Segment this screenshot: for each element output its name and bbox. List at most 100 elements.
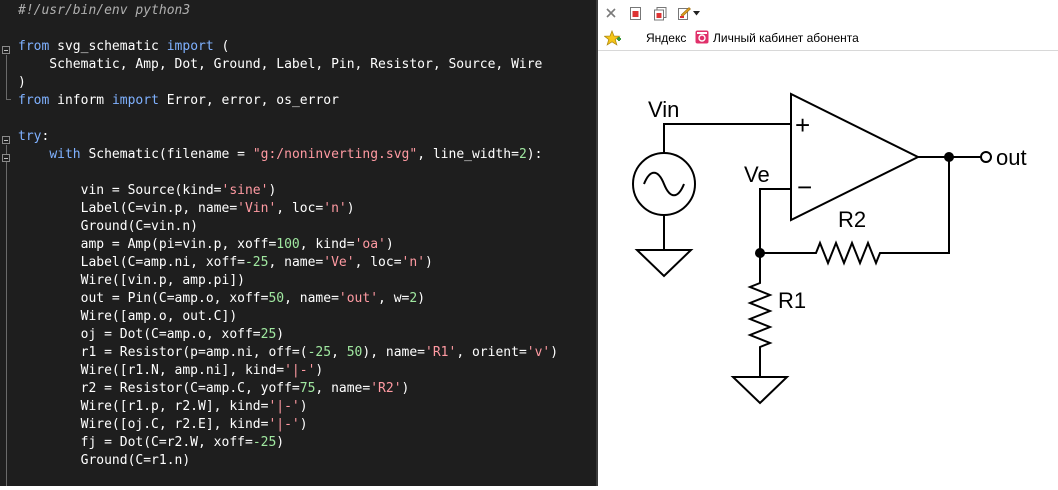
code-line[interactable]: vin = Source(kind='sine') xyxy=(18,182,277,200)
code-token: 25 xyxy=(260,327,277,342)
code-token: Ground(C=r1.n) xyxy=(18,453,191,468)
code-token: from xyxy=(18,93,50,108)
code-token: , name= xyxy=(315,381,371,396)
code-line[interactable]: with Schematic(filename = "g:/noninverti… xyxy=(18,146,542,164)
code-token: '|-' xyxy=(268,399,300,414)
code-token: -25 xyxy=(252,435,277,450)
dropdown-arrow-icon[interactable] xyxy=(692,5,700,21)
code-token: , line_width= xyxy=(417,147,519,162)
code-token: r1 = Resistor(p=amp.ni, off=( xyxy=(18,345,308,360)
code-line[interactable]: try: xyxy=(18,128,49,146)
pages-icon[interactable] xyxy=(652,5,668,21)
browser-toolbar xyxy=(598,0,1058,26)
code-token: , kind= xyxy=(299,237,355,252)
code-token: ) xyxy=(417,291,426,306)
code-token: , w= xyxy=(378,291,410,306)
code-token: , xyxy=(331,345,347,360)
code-token: ) xyxy=(18,75,26,90)
code-token: 50 xyxy=(346,345,363,360)
code-token: ) xyxy=(385,237,394,252)
code-line[interactable]: out = Pin(C=amp.o, xoff=50, name='out', … xyxy=(18,290,425,308)
bookmark-yandex[interactable]: Яндекс xyxy=(646,31,687,45)
wire-vin xyxy=(663,123,791,153)
code-token: 'R1' xyxy=(425,345,457,360)
code-line[interactable]: Wire([vin.p, amp.pi]) xyxy=(18,272,245,290)
code-token: Label(C=vin.p, name= xyxy=(18,201,238,216)
code-token: Wire([r1.p, r2.W], kind= xyxy=(18,399,269,414)
code-token: with xyxy=(49,147,81,162)
lk-icon[interactable] xyxy=(695,30,709,46)
opamp-symbol xyxy=(790,92,921,222)
sine-wave xyxy=(643,171,685,197)
code-token: ) xyxy=(346,201,355,216)
star-add-icon[interactable] xyxy=(603,29,622,46)
code-token: Ground(C=vin.n) xyxy=(18,219,199,234)
code-token: Wire([vin.p, amp.pi]) xyxy=(18,273,245,288)
junction-dot-ve xyxy=(755,248,765,258)
code-line[interactable]: Label(C=amp.ni, xoff=-25, name='Ve', loc… xyxy=(18,254,433,272)
bookmark-lk-abonent[interactable]: Личный кабинет абонента xyxy=(713,31,859,45)
code-line[interactable]: fj = Dot(C=r2.W, xoff=-25) xyxy=(18,434,285,452)
wire-ve xyxy=(759,188,791,253)
code-line[interactable]: Wire([amp.o, out.C]) xyxy=(18,308,238,326)
code-line[interactable]: from inform import Error, error, os_erro… xyxy=(18,92,339,110)
label-r1: R1 xyxy=(778,288,806,313)
code-token: 2 xyxy=(409,291,418,306)
code-token: 75 xyxy=(299,381,316,396)
code-token: -25 xyxy=(244,255,269,270)
page-viewport: Vin Ve R2 R1 out + − xyxy=(598,51,1058,486)
ground-symbol-source xyxy=(634,249,694,278)
page-icon[interactable] xyxy=(628,5,644,21)
label-plus: + xyxy=(795,110,810,140)
code-token: Error, error, os_error xyxy=(158,93,339,108)
code-line[interactable]: Wire([r1.N, amp.ni], kind='|-') xyxy=(18,362,324,380)
close-icon[interactable] xyxy=(604,5,618,21)
code-line[interactable]: Ground(C=r1.n) xyxy=(18,452,191,470)
code-token: import xyxy=(166,39,214,54)
bookmark-edit-icon[interactable] xyxy=(676,5,692,21)
code-line[interactable]: ) xyxy=(18,74,26,92)
fold-toggle-import[interactable] xyxy=(2,46,10,54)
code-line[interactable]: r1 = Resistor(p=amp.ni, off=(-25, 50), n… xyxy=(18,344,558,362)
code-token: inform xyxy=(49,93,112,108)
code-token: Wire([amp.o, out.C]) xyxy=(18,309,238,324)
code-token xyxy=(18,147,49,162)
code-token: 50 xyxy=(268,291,285,306)
code-token: ) xyxy=(550,345,559,360)
code-token: 'v' xyxy=(526,345,551,360)
code-token: ) xyxy=(276,327,285,342)
code-line[interactable]: r2 = Resistor(C=amp.C, yoff=75, name='R2… xyxy=(18,380,410,398)
code-token: 2 xyxy=(518,147,527,162)
code-line[interactable]: #!/usr/bin/env python3 xyxy=(18,2,190,20)
code-token: ), name= xyxy=(362,345,426,360)
code-token: fj = Dot(C=r2.W, xoff= xyxy=(18,435,253,450)
editor-gutter xyxy=(0,0,14,486)
code-line[interactable]: Wire([oj.C, r2.E], kind='|-') xyxy=(18,416,308,434)
code-token: Label(C=amp.ni, xoff= xyxy=(18,255,245,270)
code-token: 'oa' xyxy=(354,237,386,252)
code-line[interactable]: Schematic, Amp, Dot, Ground, Label, Pin,… xyxy=(18,56,542,74)
code-token: 'Vin' xyxy=(237,201,277,216)
code-editor[interactable]: #!/usr/bin/env python3 from svg_schematic… xyxy=(0,0,596,486)
code-token: #!/usr/bin/env python3 xyxy=(18,3,191,18)
code-line[interactable]: from svg_schematic import ( xyxy=(18,38,229,56)
code-token: , orient= xyxy=(456,345,527,360)
code-line[interactable]: oj = Dot(C=amp.o, xoff=25) xyxy=(18,326,285,344)
fold-toggle-try[interactable] xyxy=(2,136,10,144)
code-token: 'sine' xyxy=(221,183,269,198)
code-token: '|-' xyxy=(284,363,316,378)
code-token: '|-' xyxy=(268,417,300,432)
code-line[interactable]: Ground(C=vin.n) xyxy=(18,218,198,236)
code-line[interactable]: Wire([r1.p, r2.W], kind='|-') xyxy=(18,398,308,416)
fold-toggle-with[interactable] xyxy=(2,154,10,162)
code-token: ( xyxy=(213,39,230,54)
code-token: , loc= xyxy=(276,201,324,216)
code-line[interactable]: Label(C=vin.p, name='Vin', loc='n') xyxy=(18,200,355,218)
code-token: ) xyxy=(315,363,324,378)
code-line[interactable]: amp = Amp(pi=vin.p, xoff=100, kind='oa') xyxy=(18,236,394,254)
pane-divider[interactable] xyxy=(596,0,598,486)
code-token: , name= xyxy=(268,255,324,270)
code-token: Wire([oj.C, r2.E], kind= xyxy=(18,417,269,432)
code-token: "g:/noninverting.svg" xyxy=(252,147,418,162)
code-token: try xyxy=(18,129,42,144)
